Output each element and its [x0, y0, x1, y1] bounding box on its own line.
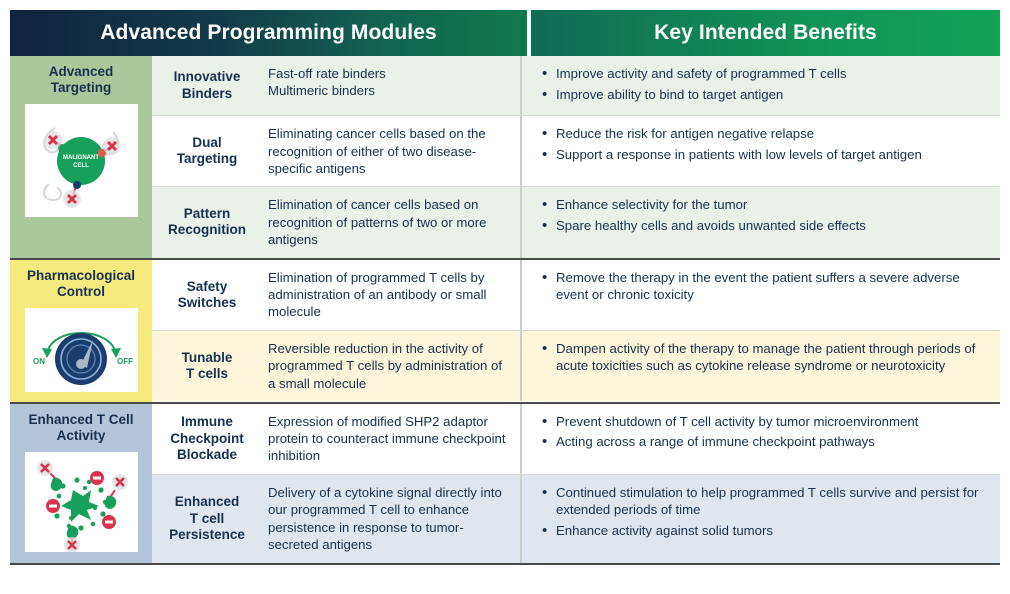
column-divider [520, 474, 522, 563]
benefit-item: Prevent shutdown of T cell activity by t… [540, 412, 990, 431]
benefit-item: Spare healthy cells and avoids unwanted … [540, 216, 990, 235]
header-title-modules: Advanced Programming Modules [100, 21, 437, 44]
svg-text:CELL: CELL [73, 163, 89, 169]
column-divider [520, 259, 522, 330]
benefits-cell: Remove the therapy in the event the pati… [522, 260, 1000, 330]
malignant-cell-diagram: MALIGNANT CELL [24, 103, 138, 217]
module-name: Safety Switches [177, 278, 237, 310]
header-cell-modules: Advanced Programming Modules [10, 10, 527, 56]
benefit-item: Remove the therapy in the event the pati… [540, 268, 990, 304]
category-title: Advanced Targeting [48, 64, 114, 96]
column-divider [520, 187, 522, 258]
category-advanced-targeting: Advanced Targeting MALIGNANT CELL [10, 56, 1000, 258]
module-description: Fast-off rate binders Multimeric binders [268, 66, 386, 99]
benefit-item: Enhance activity against solid tumors [540, 521, 990, 540]
benefits-cell: Enhance selectivity for the tumor Spare … [522, 187, 1000, 257]
benefit-item: Dampen activity of the therapy to manage… [540, 339, 990, 375]
module-description: Elimination of programmed T cells by adm… [268, 269, 487, 320]
module-description: Reversible reduction in the activity of … [268, 340, 503, 391]
t-cell-activity-diagram [24, 451, 138, 552]
module-name: Tunable T cells [181, 349, 233, 382]
category-cell-advanced-targeting: Advanced Targeting MALIGNANT CELL [10, 56, 152, 258]
column-divider [520, 330, 522, 402]
column-divider [520, 116, 522, 187]
column-divider [520, 403, 522, 474]
benefit-item: Reduce the risk for antigen negative rel… [540, 124, 990, 143]
module-description: Eliminating cancer cells based on the re… [268, 126, 486, 176]
dial-on-label: ON [33, 357, 45, 366]
svg-text:MALIGNANT: MALIGNANT [63, 155, 99, 161]
module-name: Dual Targeting [176, 135, 238, 167]
table-header: Advanced Programming Modules Key Intende… [10, 10, 1000, 56]
rows-advanced-targeting: Innovative Binders Fast-off rate binders… [152, 56, 1000, 258]
category-enhanced-t-cell-activity: Enhanced T Cell Activity [10, 401, 1000, 565]
table-body: Advanced Targeting MALIGNANT CELL [10, 56, 1000, 586]
table-row: Immune Checkpoint Blockade Expression of… [152, 403, 1000, 474]
category-cell-enhanced-t-cell-activity: Enhanced T Cell Activity [10, 403, 152, 563]
benefits-cell: Prevent shutdown of T cell activity by t… [522, 404, 1000, 474]
benefits-cell: Improve activity and safety of programme… [522, 56, 1000, 115]
module-name: Pattern Recognition [168, 206, 246, 238]
benefit-item: Improve activity and safety of programme… [540, 64, 990, 83]
benefits-cell: Continued stimulation to help programmed… [522, 475, 1000, 563]
table-row: Enhanced T cell Persistence Delivery of … [152, 473, 1000, 563]
module-name: Enhanced T cell Persistence [169, 494, 245, 542]
benefit-item: Enhance selectivity for the tumor [540, 195, 990, 214]
module-name: Innovative Binders [173, 69, 241, 101]
module-description: Expression of modified SHP2 adaptor prot… [268, 413, 506, 464]
category-cell-pharmacological-control: Pharmacological Control O [10, 259, 152, 402]
benefit-item: Acting across a range of immune checkpoi… [540, 432, 990, 451]
header-cell-benefits: Key Intended Benefits [531, 10, 1000, 56]
category-pharmacological-control: Pharmacological Control O [10, 257, 1000, 402]
benefit-item: Continued stimulation to help programmed… [540, 483, 990, 519]
module-name: Immune Checkpoint Blockade [170, 414, 244, 462]
module-description: Elimination of cancer cells based on rec… [268, 197, 487, 248]
dial-off-label: OFF [117, 357, 133, 366]
header-title-benefits: Key Intended Benefits [654, 21, 877, 44]
table-row: Pattern Recognition Elimination of cance… [152, 186, 1000, 258]
dial-switch-diagram: ON OFF [24, 307, 138, 392]
column-divider [520, 56, 522, 116]
table-row: Tunable T cells Reversible reduction in … [152, 329, 1000, 402]
category-title: Pharmacological Control [26, 267, 136, 300]
benefit-item: Support a response in patients with low … [540, 145, 990, 164]
table-row: Innovative Binders Fast-off rate binders… [152, 56, 1000, 116]
benefits-cell: Reduce the risk for antigen negative rel… [522, 116, 1000, 186]
rows-pharmacological-control: Safety Switches Elimination of programme… [152, 259, 1000, 402]
table-row: Safety Switches Elimination of programme… [152, 259, 1000, 330]
category-title: Enhanced T Cell Activity [28, 411, 134, 444]
benefit-item: Improve ability to bind to target antige… [540, 85, 990, 104]
table-row: Dual Targeting Eliminating cancer cells … [152, 115, 1000, 187]
benefits-cell: Dampen activity of the therapy to manage… [522, 331, 1000, 401]
header-divider [527, 10, 531, 56]
module-description: Delivery of a cytokine signal directly i… [268, 484, 502, 553]
rows-enhanced-t-cell-activity: Immune Checkpoint Blockade Expression of… [152, 403, 1000, 563]
